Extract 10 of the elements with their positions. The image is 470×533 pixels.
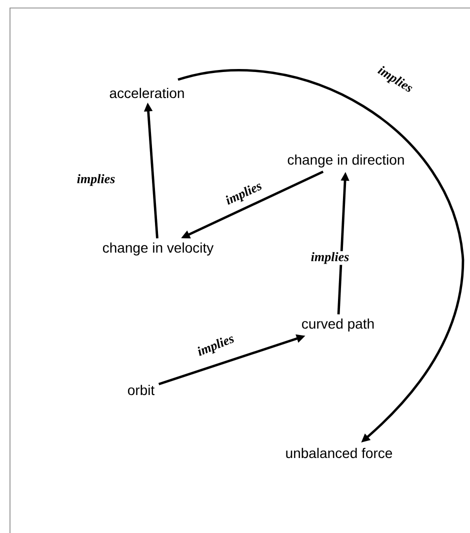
edge-label: implies: [310, 251, 350, 265]
edge-label: implies: [194, 332, 238, 360]
concept-label: acceleration: [110, 88, 184, 98]
edge-label: implies: [222, 179, 266, 209]
concept-label: curved path: [302, 318, 374, 332]
concept-label: orbit: [128, 384, 155, 396]
concept-label: change in velocity: [102, 242, 214, 256]
concept-label: unbalanced force: [286, 448, 392, 458]
concept-label: change in direction: [288, 154, 404, 168]
edge-label: implies: [76, 173, 116, 187]
